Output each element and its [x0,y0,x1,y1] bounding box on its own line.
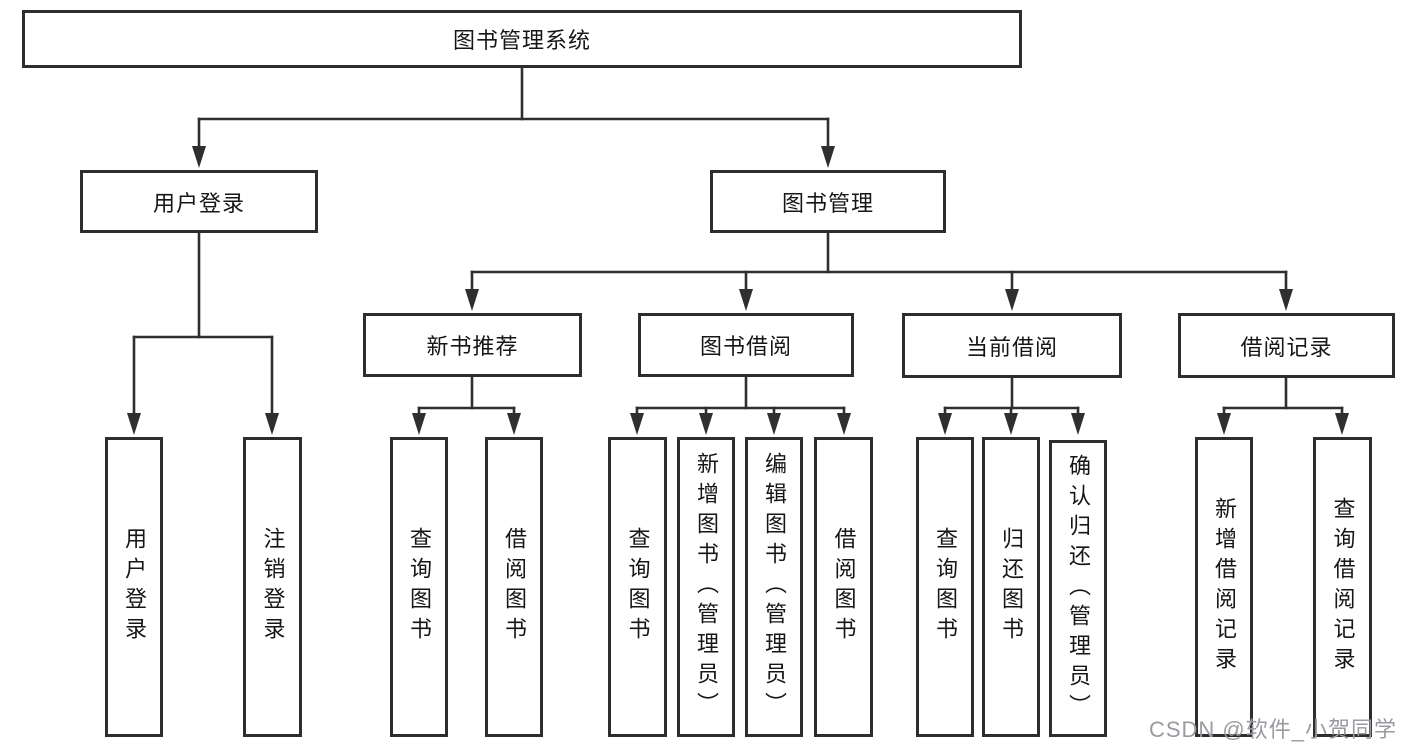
node-leaf-query-books-borrow: 查询图书 [608,437,667,737]
leaf-label: 查询图书 [933,527,958,647]
node-user-login: 用户登录 [80,170,318,233]
node-leaf-confirm-return-admin: 确认归还（管理员） [1049,440,1107,737]
leaf-label: 注销登录 [260,527,286,647]
node-leaf-query-books-recommend: 查询图书 [390,437,448,737]
node-leaf-query-borrow-record: 查询借阅记录 [1313,437,1372,737]
leaf-label: 借阅图书 [831,527,857,647]
node-book-management: 图书管理 [710,170,946,233]
node-leaf-user-login: 用户登录 [105,437,163,737]
leaf-label: 新增借阅记录 [1212,497,1237,677]
node-leaf-borrow-books-borrow: 借阅图书 [814,437,873,737]
node-leaf-add-borrow-record: 新增借阅记录 [1195,437,1253,737]
node-leaf-query-books-current: 查询图书 [916,437,974,737]
node-library-management-system: 图书管理系统 [22,10,1022,68]
node-leaf-add-books-admin: 新增图书（管理员） [677,437,735,737]
node-leaf-return-books: 归还图书 [982,437,1040,737]
leaf-label: 归还图书 [999,527,1024,647]
node-leaf-edit-books-admin: 编辑图书（管理员） [745,437,803,737]
node-leaf-logout-login: 注销登录 [243,437,302,737]
node-book-borrowing: 图书借阅 [638,313,854,377]
leaf-label: 用户登录 [122,527,147,647]
node-leaf-borrow-books-recommend: 借阅图书 [485,437,543,737]
node-current-borrowing: 当前借阅 [902,313,1122,378]
csdn-watermark: CSDN @软件_小贺同学 [1148,717,1397,742]
leaf-label: 确认归还（管理员） [1066,453,1091,724]
leaf-label: 新增图书（管理员） [694,452,719,722]
leaf-label: 查询图书 [407,527,432,647]
node-new-book-recommendation: 新书推荐 [363,313,582,377]
leaf-label: 借阅图书 [502,527,527,647]
leaf-label: 编辑图书（管理员） [762,452,787,722]
node-borrowing-records: 借阅记录 [1178,313,1395,378]
leaf-label: 查询借阅记录 [1330,497,1356,677]
leaf-label: 查询图书 [625,527,651,647]
